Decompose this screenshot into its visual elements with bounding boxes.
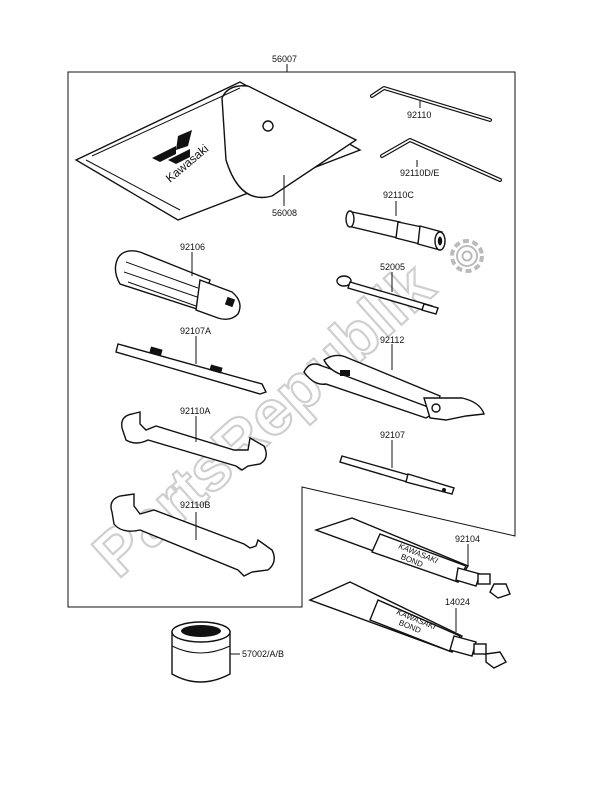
label-92107a: 92107A xyxy=(180,326,211,336)
label-92107: 92107 xyxy=(380,430,405,440)
label-92110a: 92110A xyxy=(180,406,210,416)
screwdriver-a xyxy=(115,343,267,395)
label-14024: 14024 xyxy=(445,597,470,607)
tool-bag: Kawasaki xyxy=(74,81,362,221)
gear-icon xyxy=(450,239,484,273)
label-92110b: 92110B xyxy=(180,500,210,510)
bond-tube-2: KAWASAKI BOND xyxy=(308,581,507,669)
label-92110: 92110 xyxy=(407,110,431,120)
label-92112: 92112 xyxy=(380,335,404,345)
kit-boundary xyxy=(67,71,516,608)
label-57002: 57002/A/B xyxy=(242,649,284,659)
label-92106: 92106 xyxy=(180,242,205,252)
label-92110c: 92110C xyxy=(383,190,414,200)
label-52005: 52005 xyxy=(380,262,405,272)
spark-plug-wrench xyxy=(345,210,446,251)
label-92104: 92104 xyxy=(455,534,480,544)
pliers xyxy=(303,354,485,421)
screwdriver xyxy=(339,455,455,495)
label-56007: 56007 xyxy=(272,54,297,64)
open-wrench-a xyxy=(121,411,267,471)
handle xyxy=(114,250,241,321)
label-56008: 56008 xyxy=(272,208,297,218)
open-wrench-b xyxy=(110,493,275,577)
label-92110de: 92110D/E xyxy=(400,168,439,178)
allen-wrench xyxy=(370,86,492,122)
grease-can xyxy=(171,621,231,683)
pin-spanner xyxy=(336,275,439,315)
allen-wrench-de xyxy=(380,138,502,182)
